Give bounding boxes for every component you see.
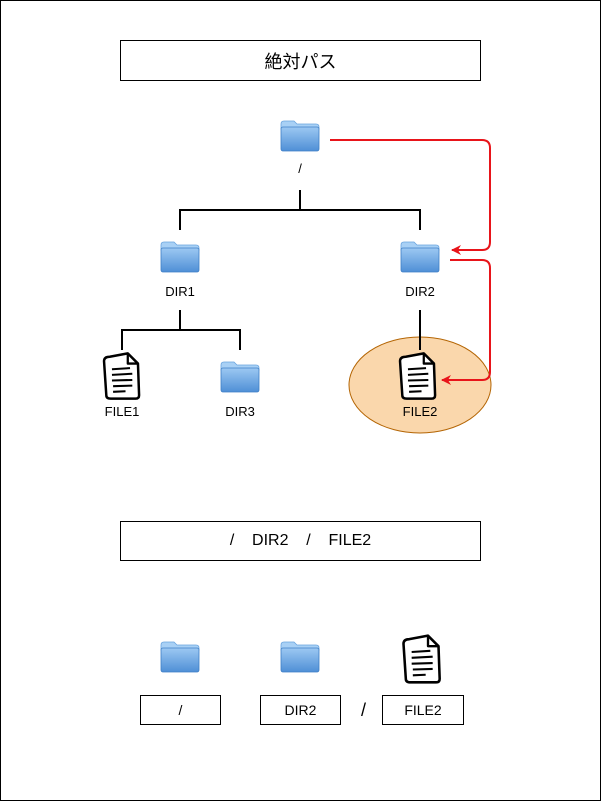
file2-document-icon [398, 352, 437, 400]
absolute-path-box: / DIR2 / FILE2 [120, 521, 481, 561]
segment-file2-box: FILE2 [382, 695, 464, 725]
segment-root-box: / [140, 695, 221, 725]
file1-label: FILE1 [104, 404, 140, 419]
segment-file2-label: FILE2 [404, 702, 442, 718]
dir3-label: DIR3 [225, 404, 255, 419]
dir2-label: DIR2 [405, 284, 435, 299]
root-folder-icon [280, 120, 320, 152]
dir3-folder-icon [220, 361, 260, 393]
segment-dir2-box: DIR2 [260, 695, 341, 725]
file1-document-icon [102, 352, 141, 400]
dir2-folder-icon [400, 241, 440, 273]
dir1-folder-icon [160, 241, 200, 273]
title-box: 絶対パス [120, 40, 481, 81]
segment-separator: / [361, 700, 367, 720]
tree-lines [121, 190, 421, 350]
arrow-root-to-dir2 [330, 139, 491, 255]
segment-dir2-label: DIR2 [284, 702, 317, 718]
segment-root-label: / [178, 702, 183, 718]
arrow-dir2-to-file2 [441, 259, 491, 385]
absolute-path-text: / DIR2 / FILE2 [229, 532, 372, 549]
dir1-label: DIR1 [165, 284, 195, 299]
bottom-dir2-folder-icon [280, 641, 320, 673]
root-label: / [298, 161, 302, 176]
file2-label: FILE2 [402, 404, 438, 419]
bottom-file2-document-icon [402, 634, 441, 684]
title-text: 絶対パス [264, 51, 337, 73]
bottom-root-folder-icon [160, 641, 200, 673]
